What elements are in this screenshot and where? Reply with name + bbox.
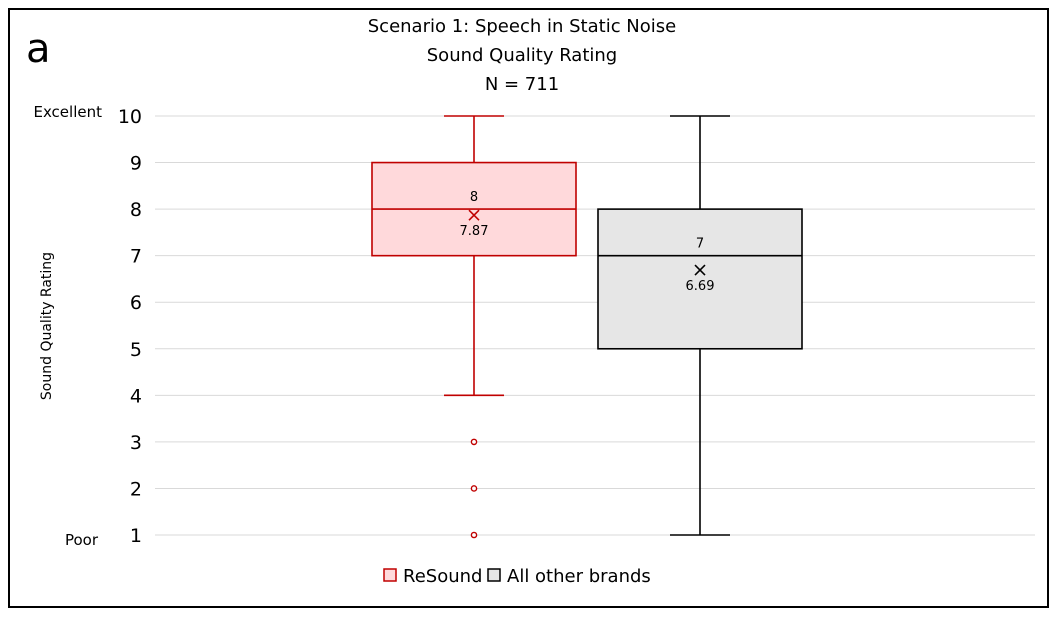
y-tick-label: 6	[130, 292, 142, 314]
gridlines	[155, 115, 1035, 536]
outlier-point	[470, 485, 478, 492]
legend-label: All other brands	[507, 566, 651, 587]
box-2: 76.69	[597, 115, 803, 536]
legend-label: ReSound	[403, 566, 482, 587]
legend: ReSound All other brands	[383, 566, 651, 587]
chart-title-line-2: Sound Quality Rating	[427, 45, 617, 66]
mean-label: 6.69	[686, 279, 715, 294]
mean-label: 7.87	[460, 224, 489, 239]
mean-marker	[694, 264, 706, 276]
chart-title-line-1: Scenario 1: Speech in Static Noise	[368, 16, 677, 37]
y-tick-label: 5	[130, 339, 142, 361]
y-tick-label: 9	[130, 153, 142, 175]
mean-marker-stroke-b	[468, 209, 480, 221]
iqr-box	[597, 208, 803, 350]
y-tick-label: 4	[130, 385, 142, 407]
mean-marker-stroke-b	[694, 264, 706, 276]
y-tick-label: 7	[130, 246, 142, 268]
panel-label: a	[26, 26, 51, 72]
legend-swatch	[383, 568, 397, 582]
y-label-excellent: Excellent	[33, 103, 102, 121]
figure-frame	[8, 8, 1049, 608]
legend-swatch	[487, 568, 501, 582]
outlier-point	[470, 438, 478, 446]
outlier-point	[470, 531, 478, 539]
mean-marker	[468, 209, 480, 221]
y-tick-label: 3	[130, 432, 142, 454]
y-tick-label: 8	[130, 199, 142, 221]
median-label: 8	[470, 190, 478, 205]
median-label: 7	[696, 237, 704, 252]
y-tick-labels: 1 2 3 4 5 6 7 8 9 10	[118, 106, 142, 547]
y-axis-label: Sound Quality Rating	[39, 252, 55, 400]
y-tick-label: 1	[130, 525, 142, 547]
y-label-poor: Poor	[65, 531, 99, 549]
box-1: 87.87	[371, 115, 577, 539]
y-tick-label: 10	[118, 106, 142, 128]
y-tick-label: 2	[130, 478, 142, 500]
chart-title-line-3: N = 711	[485, 74, 559, 95]
